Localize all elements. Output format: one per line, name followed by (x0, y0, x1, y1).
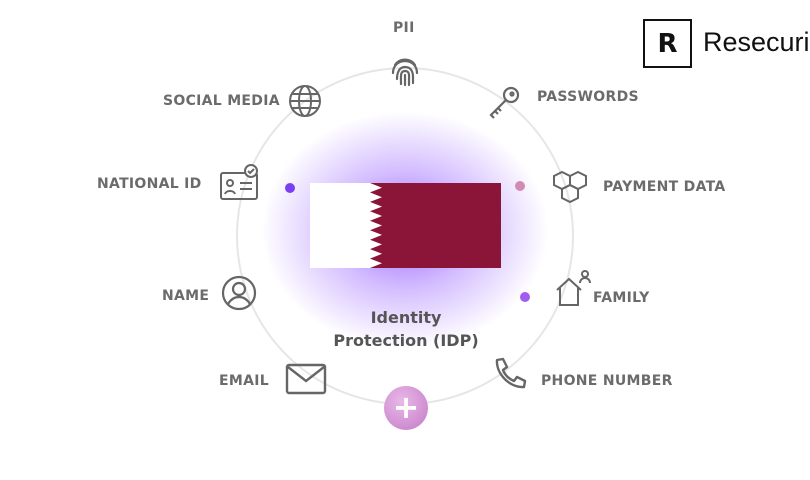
item-label-phone-number: PHONE NUMBER (541, 373, 673, 389)
item-label-national-id: NATIONAL ID (97, 176, 202, 192)
title-line: Protection (IDP) (333, 331, 479, 350)
item-label-pii: PII (393, 20, 415, 36)
fingerprint-icon (387, 53, 423, 89)
accent-dot (285, 183, 295, 193)
accent-dot (515, 181, 525, 191)
item-label-payment-data: PAYMENT DATA (603, 179, 726, 195)
item-label-email: EMAIL (219, 373, 269, 389)
home-person-icon (553, 268, 593, 308)
user-circle-icon (221, 275, 257, 311)
envelope-icon (285, 362, 327, 396)
key-icon (486, 84, 522, 120)
globe-icon (288, 84, 322, 118)
phone-icon (492, 356, 528, 392)
qatar-flag (310, 183, 501, 268)
brand-name: Resecuri (703, 27, 810, 57)
center-title: Identity Protection (IDP) (320, 306, 492, 352)
add-button[interactable]: + (384, 386, 428, 430)
item-label-social-media: SOCIAL MEDIA (163, 93, 280, 109)
item-label-passwords: PASSWORDS (537, 89, 639, 105)
item-label-name: NAME (162, 288, 210, 304)
boxes-icon (550, 168, 590, 206)
accent-dot (520, 292, 530, 302)
logo-letter: R (657, 28, 678, 59)
id-card-icon (219, 163, 261, 201)
item-label-family: FAMILY (593, 290, 650, 306)
title-line: Identity (370, 308, 442, 327)
brand-logo: R (643, 19, 692, 68)
